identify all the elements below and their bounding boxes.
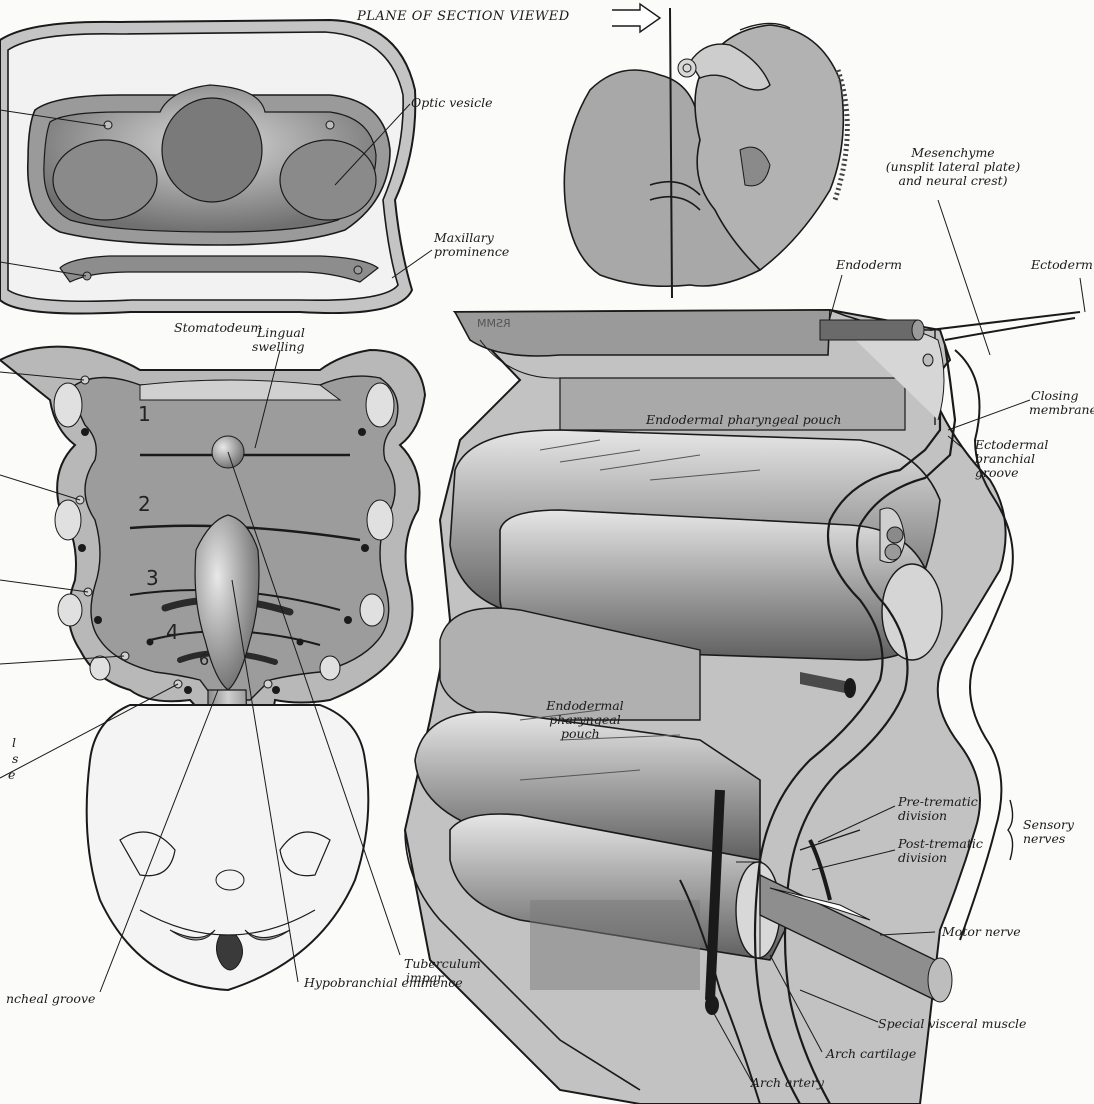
motor-nerve-label: Motor nerve bbox=[942, 925, 1021, 938]
sensory-nerves-label-line1: Sensory bbox=[1023, 818, 1074, 831]
mesenchyme-label-line1: Mesenchyme bbox=[888, 146, 1018, 159]
optic-vesicle-label: Optic vesicle bbox=[411, 96, 493, 109]
ectoderm-label: Ectoderm bbox=[1031, 258, 1093, 271]
hypobranchial-eminence-label: Hypobranchial eminence bbox=[304, 976, 463, 989]
lingual-swelling-label-line1: Lingual bbox=[257, 326, 305, 339]
closing-membrane-label-line1: Closing bbox=[1031, 389, 1079, 402]
embryo-profile bbox=[564, 4, 847, 298]
endodermal-pouch-mid-label-line1: Endodermal bbox=[540, 699, 630, 712]
ectodermal-groove-label-line2: branchial bbox=[975, 452, 1035, 465]
tuberculum-label-line1: Tuberculum bbox=[404, 957, 481, 970]
ectodermal-groove-label-line3: groove bbox=[975, 466, 1019, 479]
post-trematic-label-line2: division bbox=[898, 851, 947, 864]
cut-label-l: l bbox=[12, 736, 16, 749]
endodermal-pouch-mid-label-line2: pharyngeal bbox=[540, 713, 630, 726]
rsmm-signature: RSMM bbox=[477, 317, 511, 330]
cut-label-s: s bbox=[12, 752, 18, 765]
endodermal-pouch-top-label: Endodermal pharyngeal pouch bbox=[646, 413, 841, 426]
special-visceral-muscle-label: Special visceral muscle bbox=[878, 1017, 1026, 1030]
mesenchyme-label-line3: and neural crest) bbox=[868, 174, 1038, 187]
sensory-nerves-label-line2: nerves bbox=[1023, 832, 1065, 845]
arch-cartilage-label: Arch cartilage bbox=[826, 1047, 916, 1060]
arch-number-4: 4 bbox=[166, 620, 179, 644]
ectodermal-groove-label-line1: Ectodermal bbox=[975, 438, 1048, 451]
branchial-groove-label: ncheal groove bbox=[6, 992, 95, 1005]
lingual-swelling-label-line2: swelling bbox=[252, 340, 305, 353]
maxillary-label-line1: Maxillary bbox=[434, 231, 494, 244]
arch-number-1: 1 bbox=[138, 402, 151, 426]
arch-number-6: 6 bbox=[199, 650, 209, 669]
arch-artery-label: Arch artery bbox=[751, 1076, 824, 1089]
pharynx-floor bbox=[0, 347, 425, 990]
endodermal-pouch-mid-label-line3: pouch bbox=[561, 727, 600, 740]
cut-label-e: e bbox=[8, 768, 15, 781]
arch-number-3: 3 bbox=[146, 566, 159, 590]
endoderm-label: Endoderm bbox=[836, 258, 902, 271]
plane-of-section-label: PLANE OF SECTION VIEWED bbox=[357, 10, 570, 23]
head-cross-section bbox=[0, 20, 415, 314]
stomatodeum-label: Stomatodeum bbox=[174, 321, 262, 334]
pre-trematic-label-line2: division bbox=[898, 809, 947, 822]
mesenchyme-label-line2: (unsplit lateral plate) bbox=[868, 160, 1038, 173]
closing-membrane-label-line2: membrane bbox=[1029, 403, 1094, 416]
pre-trematic-label-line1: Pre-trematic bbox=[898, 795, 978, 808]
arch-number-2: 2 bbox=[138, 492, 151, 516]
post-trematic-label-line1: Post-trematic bbox=[898, 837, 983, 850]
pharyngeal-arches-3d bbox=[405, 310, 1080, 1104]
maxillary-label-line2: prominence bbox=[434, 245, 509, 258]
